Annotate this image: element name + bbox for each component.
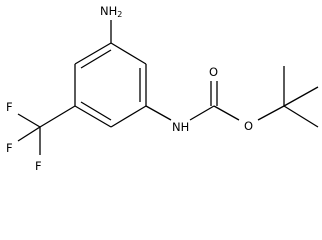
ring-bond-6-1 <box>74 42 112 65</box>
bond-cf3-to-f2 <box>17 126 41 142</box>
amine-label: NH2 <box>100 4 122 19</box>
bond-quat-to-methyl-2 <box>283 105 319 128</box>
ester-oxygen-label: O <box>244 119 253 133</box>
ring-bond-3-4 <box>110 105 147 128</box>
fluorine-label-2: F <box>6 141 13 155</box>
fluorine-label-1: F <box>6 100 13 114</box>
bond-ester-o-to-quat <box>257 105 285 121</box>
amide-nh-label: NH <box>172 120 189 134</box>
ring-bond-1-2 <box>110 42 147 65</box>
ring-bond-6-1-inner <box>80 49 112 69</box>
bond-nh-to-carbonyl <box>189 105 215 121</box>
ring-bond-4-5-inner <box>80 101 112 121</box>
fluorine-label-3: F <box>35 159 42 173</box>
bond-carbonyl-to-ester-o <box>213 105 240 121</box>
ring-bond-4-5 <box>74 105 112 128</box>
bond-ring-to-cf3 <box>39 105 76 128</box>
benzene-ring <box>74 42 147 128</box>
bond-quat-to-methyl-3 <box>283 86 319 107</box>
carbonyl-oxygen-label: O <box>209 65 218 79</box>
chemical-structure: NH2 F F F NH O O <box>6 4 319 173</box>
bond-ring-to-nh <box>145 105 172 121</box>
bond-cf3-to-f1 <box>17 113 41 128</box>
